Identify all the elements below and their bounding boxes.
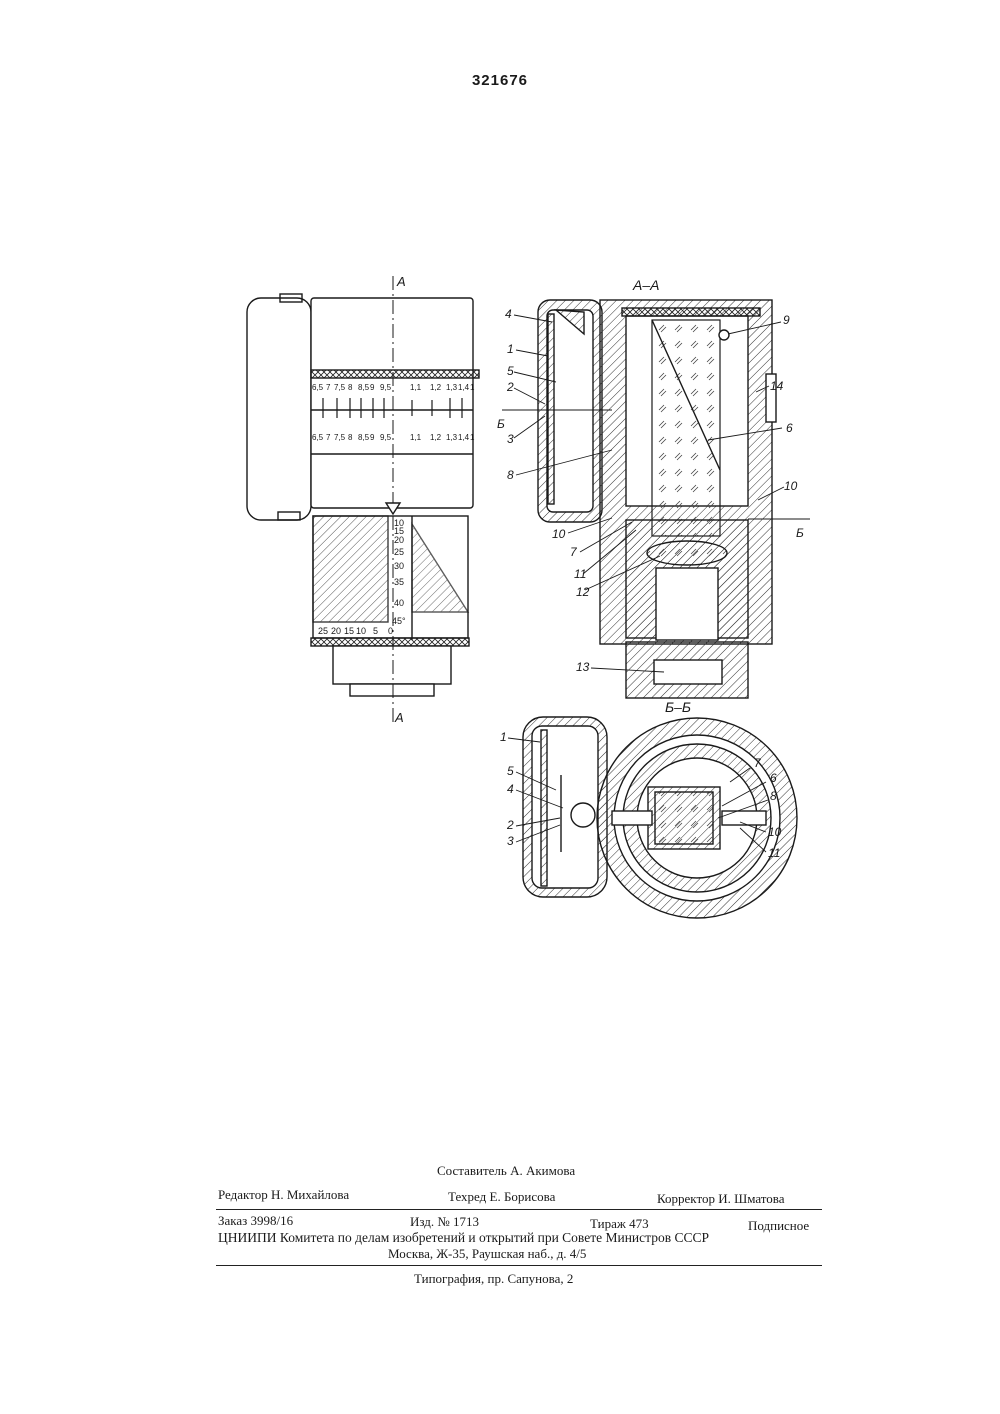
callout-7: 7 <box>570 545 578 559</box>
section-aa <box>502 300 810 698</box>
horiz-label: 0 <box>388 626 393 636</box>
horiz-label: 15 <box>344 626 354 636</box>
callout-12: 12 <box>576 585 590 599</box>
printing-line: Типография, пр. Сапунова, 2 <box>414 1271 573 1287</box>
callout-bb-11: 11 <box>768 846 780 860</box>
scale-label: 8,5 <box>358 383 370 392</box>
callout-3: 3 <box>507 432 514 446</box>
scale-label: 6,5 <box>312 383 324 392</box>
angle-label: 35 <box>394 577 404 587</box>
callout-2: 2 <box>506 380 514 394</box>
techred-line: Техред Е. Борисова <box>448 1189 555 1205</box>
scale-label: 8 <box>348 433 353 442</box>
compiler-line: Составитель А. Акимова <box>437 1163 575 1179</box>
scale-label: 7,5 <box>334 383 346 392</box>
section-bb <box>523 717 797 918</box>
angle-label: 30 <box>394 561 404 571</box>
cut-a-top: А <box>396 274 406 289</box>
callout-bb-8: 8 <box>770 789 777 803</box>
angle-label: 45° <box>392 616 406 626</box>
editor-line: Редактор Н. Михайлова <box>218 1187 349 1203</box>
subscription-line: Подписное <box>748 1218 809 1234</box>
divider <box>216 1265 822 1266</box>
scale-label: 7 <box>326 433 331 442</box>
scale-label: 9,5 <box>380 383 392 392</box>
callout-8: 8 <box>507 468 514 482</box>
callout-11: 11 <box>574 567 586 581</box>
scale-label: 8,5 <box>358 433 370 442</box>
callout-bb-2: 2 <box>506 818 514 832</box>
scale-label: 1,2 <box>430 433 442 442</box>
callout-bb-6: 6 <box>770 771 777 785</box>
scale-label: 9 <box>370 433 375 442</box>
scale-label: 9 <box>370 383 375 392</box>
scale-label: 9,5 <box>380 433 392 442</box>
scale-label: 1,4 <box>458 383 470 392</box>
horiz-label: 20 <box>331 626 341 636</box>
org-line: ЦНИИПИ Комитета по делам изобретений и о… <box>218 1230 709 1246</box>
scale-label: 1,2 <box>430 383 442 392</box>
horiz-label: 10 <box>356 626 366 636</box>
callout-1: 1 <box>507 342 514 356</box>
callout-14: 14 <box>770 379 784 393</box>
callout-4: 4 <box>505 307 512 321</box>
callout-bb-4: 4 <box>507 782 514 796</box>
callout-10-right: 10 <box>784 479 798 493</box>
callout-9: 9 <box>783 313 790 327</box>
section-bb-title: Б–Б <box>665 699 691 715</box>
scale-label: 8 <box>348 383 353 392</box>
scale-label: 7 <box>326 383 331 392</box>
callout-bb-5: 5 <box>507 764 514 778</box>
callout-bb-1: 1 <box>500 730 507 744</box>
callout-bb-3: 3 <box>507 834 514 848</box>
cut-b-left: Б <box>497 417 505 431</box>
angle-label: 20 <box>394 535 404 545</box>
horiz-label: 5 <box>373 626 378 636</box>
callout-5: 5 <box>507 364 514 378</box>
scale-label: 1 <box>470 383 475 392</box>
edition-line: Изд. № 1713 <box>410 1214 479 1230</box>
callout-13: 13 <box>576 660 590 674</box>
scale-label: 1,1 <box>410 383 422 392</box>
angle-label: 25 <box>394 547 404 557</box>
scale-label: 1,1 <box>410 433 422 442</box>
scale-label: 1 <box>470 433 475 442</box>
section-aa-title: А–А <box>632 277 659 293</box>
cut-b-right: Б <box>796 526 804 540</box>
callout-bb-10: 10 <box>768 825 782 839</box>
scale-label: 1,3 <box>446 383 458 392</box>
angle-label: 40 <box>394 598 404 608</box>
external-view <box>247 276 479 724</box>
corrector-line: Корректор И. Шматова <box>657 1191 785 1207</box>
order-line: Заказ 3998/16 <box>218 1213 293 1229</box>
cut-a-bottom: А <box>394 710 404 725</box>
callout-10-left: 10 <box>552 527 566 541</box>
scale-label: 1,4 <box>458 433 470 442</box>
address-line: Москва, Ж-35, Раушская наб., д. 4/5 <box>388 1246 586 1262</box>
scale-label: 7,5 <box>334 433 346 442</box>
scale-label: 6,5 <box>312 433 324 442</box>
divider <box>216 1209 822 1210</box>
horiz-label: 25 <box>318 626 328 636</box>
scale-label: 1,3 <box>446 433 458 442</box>
callout-6: 6 <box>786 421 793 435</box>
